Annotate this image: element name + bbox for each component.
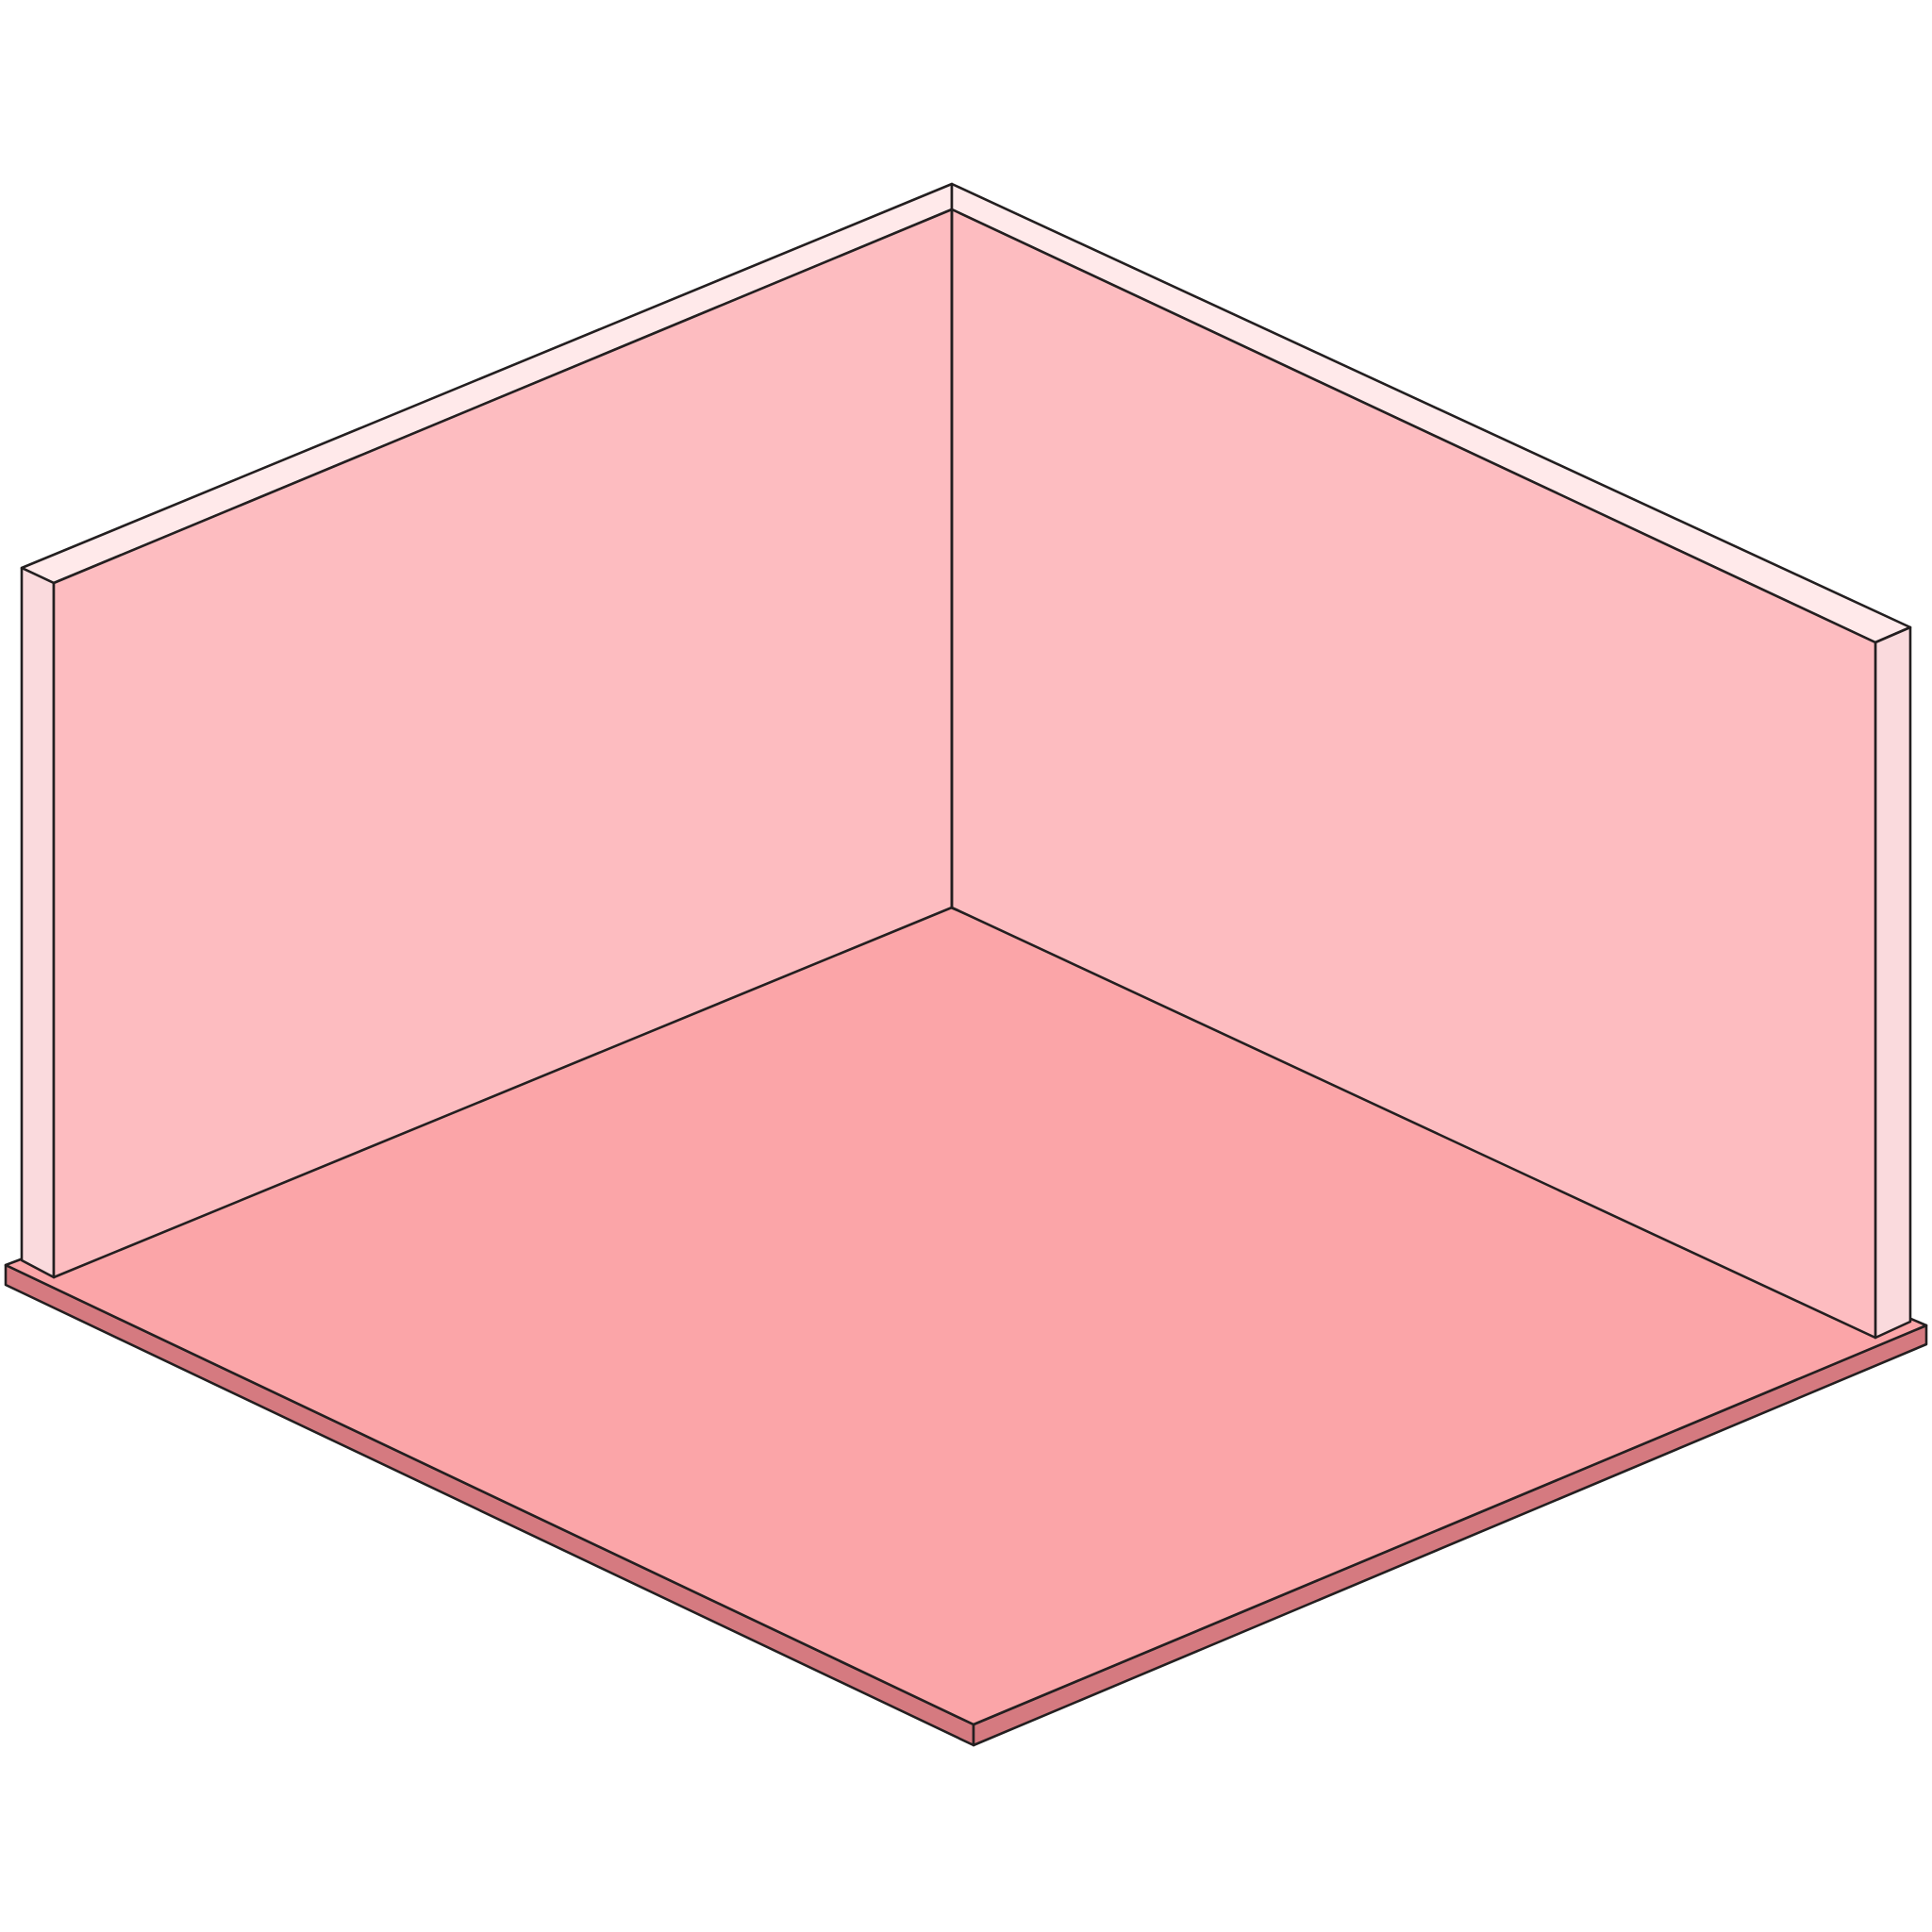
floor bbox=[4, 906, 1928, 1747]
right-wall-end bbox=[1874, 625, 1912, 1340]
left-wall-end bbox=[20, 566, 56, 1279]
right-wall bbox=[950, 182, 1912, 1340]
left-wall bbox=[20, 182, 954, 1279]
